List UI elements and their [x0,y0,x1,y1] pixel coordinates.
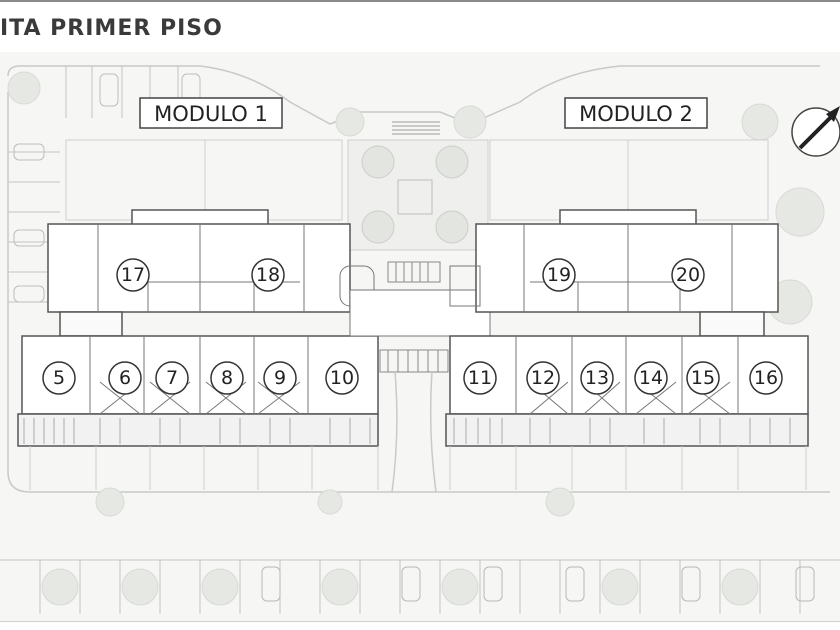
unit-13: 13 [580,361,614,395]
unit-bubbles: 17 18 19 20 5 6 7 8 9 10 11 12 13 14 15 … [42,258,783,395]
unit-18: 18 [251,258,285,292]
unit-19: 19 [542,258,576,292]
bottom-trees [41,568,759,606]
north-arrow-icon [791,106,840,157]
svg-text:15: 15 [691,367,715,389]
site-plan: MODULO 1 MODULO 2 17 18 19 20 5 6 7 8 9 … [0,52,840,622]
module-label-1: MODULO 1 [139,97,283,129]
svg-text:14: 14 [639,367,663,389]
bottom-divider [0,621,840,622]
trees [7,71,825,517]
perimeter-road [7,92,830,493]
svg-text:11: 11 [468,367,492,389]
unit-14: 14 [634,361,668,395]
module-2-terraces [453,418,791,444]
parked-car [99,73,119,107]
svg-text:16: 16 [754,367,778,389]
svg-text:10: 10 [330,367,354,389]
unit-11: 11 [463,361,497,395]
page-title: ITA PRIMER PISO [0,16,223,41]
unit-15: 15 [686,361,720,395]
unit-6: 6 [108,361,142,395]
svg-text:9: 9 [274,367,286,389]
svg-text:19: 19 [547,264,571,286]
unit-10: 10 [325,361,359,395]
garden-path [429,371,437,493]
unit-20: 20 [671,258,705,292]
svg-text:12: 12 [531,367,555,389]
connecting-bridge [349,289,491,337]
unit-16: 16 [749,361,783,395]
bottom-cars [261,566,815,602]
walkway-outline [7,65,820,125]
unit-8: 8 [210,361,244,395]
plaza-fountain [397,179,433,215]
lower-lots [29,446,807,490]
unit-5: 5 [42,361,76,395]
bridge-stairs [379,261,449,373]
svg-text:8: 8 [221,367,233,389]
module-2-building [445,209,809,447]
plaza-steps [392,121,440,135]
unit-9: 9 [263,361,297,395]
header-bar: ITA PRIMER PISO [0,0,840,52]
garden-path [391,371,398,493]
plaza-trees [361,145,469,244]
unit-17: 17 [116,258,150,292]
module-label-1-text: MODULO 1 [154,102,268,126]
svg-text:6: 6 [119,367,131,389]
module-label-2: MODULO 2 [564,97,708,129]
parked-car [13,143,45,161]
unit-7: 7 [155,361,189,395]
svg-text:18: 18 [256,264,280,286]
svg-text:13: 13 [585,367,609,389]
parked-car [13,229,45,247]
svg-text:20: 20 [676,264,700,286]
module-label-2-text: MODULO 2 [579,102,693,126]
parked-car [13,285,45,303]
unit-12: 12 [526,361,560,395]
bottom-parking [0,559,840,614]
module-1-terraces [23,418,371,444]
svg-text:17: 17 [121,264,145,286]
svg-text:5: 5 [53,367,65,389]
svg-text:7: 7 [166,367,178,389]
